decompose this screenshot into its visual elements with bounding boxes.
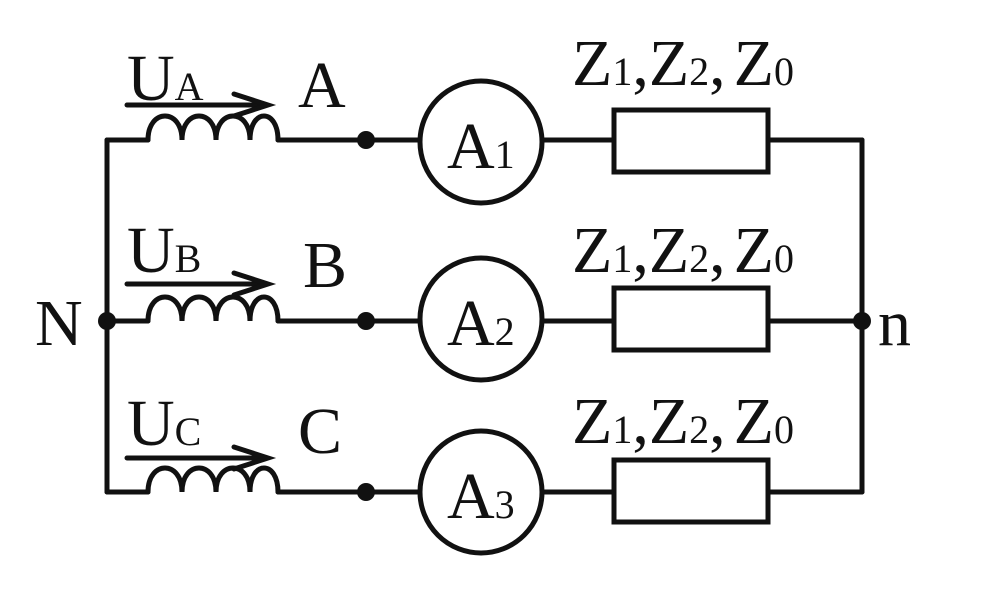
ammeter-label-2: A2 <box>447 287 515 360</box>
phase-a-branch: UA A A1 Z1,Z2,Z0 <box>104 27 865 206</box>
phase-b-branch: UB B A2 Z1,Z2,Z0 <box>104 214 865 383</box>
impedance-box-a <box>611 107 771 175</box>
impedance-label-a: Z1,Z2,Z0 <box>572 27 794 100</box>
node-c-dot <box>357 483 375 501</box>
ammeter-label-3: A3 <box>447 460 515 533</box>
impedance-label-c: Z1,Z2,Z0 <box>572 385 794 458</box>
voltage-arrow-c-head <box>231 444 277 472</box>
node-label-a: A <box>298 49 346 122</box>
ammeter-label-1: A1 <box>447 110 515 183</box>
source-coil-a <box>145 113 281 143</box>
node-label-b: B <box>303 229 347 302</box>
voltage-label-c: UC <box>127 387 201 460</box>
node-a-dot <box>357 131 375 149</box>
neutral-source-label: N <box>35 287 83 360</box>
voltage-arrow-b-head <box>231 270 277 298</box>
phase-c-branch: UC C A3 Z1,Z2,Z0 <box>104 385 865 556</box>
node-b-dot <box>357 312 375 330</box>
voltage-label-a: UA <box>127 42 204 115</box>
impedance-label-b: Z1,Z2,Z0 <box>572 214 794 287</box>
source-coil-c <box>145 465 281 495</box>
impedance-box-c <box>611 457 771 525</box>
voltage-arrow-a-head <box>231 91 277 119</box>
voltage-label-b: UB <box>127 214 201 287</box>
source-coil-b <box>145 294 281 324</box>
impedance-box-b <box>611 285 771 353</box>
node-label-c: C <box>298 395 342 468</box>
neutral-load-label: n <box>878 287 911 360</box>
